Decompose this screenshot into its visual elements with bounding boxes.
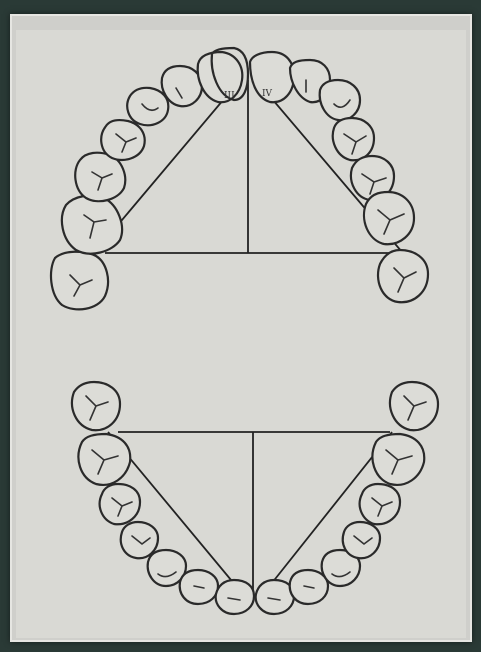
upper-left-numeral: III — [224, 91, 235, 101]
upper-right-premolar-1 — [333, 118, 374, 160]
upper-left-canine — [162, 66, 202, 106]
upper-left-lateral-incisor — [198, 52, 243, 102]
upper-left-molar-3 — [51, 252, 108, 310]
upper-left-premolar-1 — [127, 88, 168, 125]
upper-right-molar-1 — [364, 192, 414, 244]
upper-arch: III IV — [51, 48, 428, 309]
lower-left-central-incisor — [216, 580, 254, 614]
lower-arch — [72, 382, 438, 614]
upper-right-numeral: IV — [262, 89, 273, 99]
upper-left-molar-2 — [62, 196, 122, 254]
lower-right-premolar-1 — [343, 522, 380, 558]
lower-right-central-incisor — [256, 580, 294, 614]
upper-right-canine — [320, 80, 360, 120]
